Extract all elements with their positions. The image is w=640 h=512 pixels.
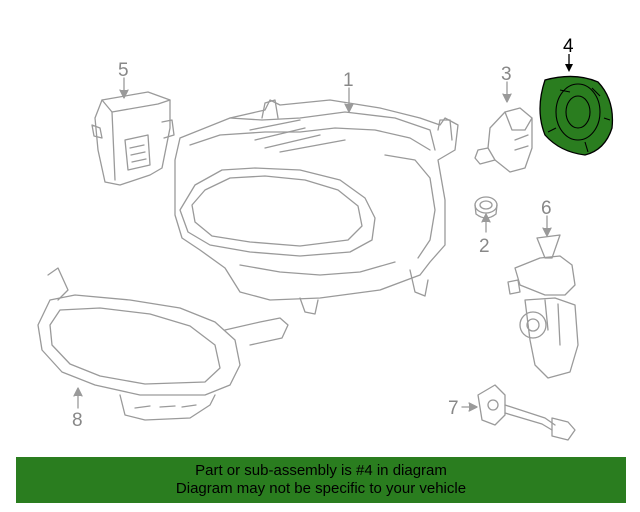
callout-4: 4 <box>563 36 574 57</box>
callout-6: 6 <box>541 198 552 219</box>
part-3-bulb[interactable] <box>474 107 533 173</box>
part-4-highlighted-cover[interactable] <box>539 75 614 156</box>
part-5-control-module[interactable] <box>91 91 175 186</box>
banner-line-part-number: Part or sub-assembly is #4 in diagram <box>195 462 447 479</box>
part-info-banner: Part or sub-assembly is #4 in diagram Di… <box>16 457 626 503</box>
callout-3: 3 <box>501 64 512 85</box>
part-7-sensor[interactable] <box>477 384 576 441</box>
callout-2: 2 <box>479 236 490 257</box>
callout-1: 1 <box>343 70 354 91</box>
callout-5: 5 <box>118 60 129 81</box>
part-1-headlamp-assembly[interactable] <box>174 99 459 315</box>
banner-line-disclaimer: Diagram may not be specific to your vehi… <box>175 480 467 497</box>
part-8-bezel[interactable] <box>37 267 289 421</box>
part-6-socket-harness[interactable] <box>507 234 579 379</box>
callout-7: 7 <box>448 398 459 419</box>
callout-8: 8 <box>72 410 83 431</box>
parts-diagram: 1 2 3 4 5 6 7 8 <box>37 36 614 441</box>
